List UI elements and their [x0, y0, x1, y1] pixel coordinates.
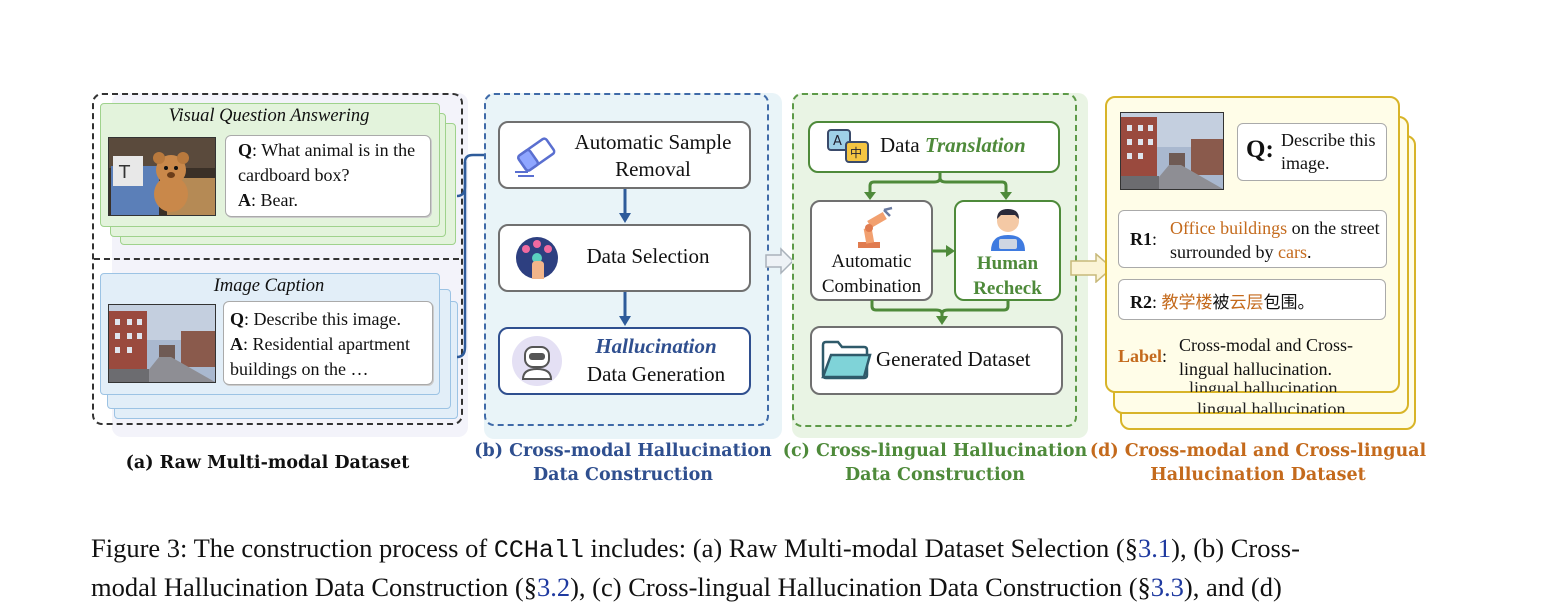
r2-highlight-2: 云层 — [1229, 295, 1264, 314]
hallucination-generation-label: Hallucination Data Generation — [568, 332, 744, 388]
r2-row: R2: 教学楼被云层包围。 — [1130, 292, 1315, 314]
panel-d-label-line2: Hallucination Dataset — [1150, 465, 1366, 485]
figure-caption: Figure 3: The construction process of CC… — [91, 530, 1471, 605]
vqa-q-text: : What animal is in the cardboard box? — [238, 140, 416, 185]
caption-line2-mid: ), (c) Cross-lingual Hallucination Data … — [570, 572, 1151, 602]
arrow-b-to-c — [765, 247, 795, 275]
vqa-q-label: Q — [238, 140, 253, 160]
automatic-sample-removal-label: Automatic Sample Removal — [574, 130, 732, 181]
automatic-combination-label: Automatic Combination — [821, 251, 922, 297]
svg-text:中: 中 — [850, 145, 862, 160]
cap-a-label: A — [230, 334, 243, 354]
q-card-d — [1237, 123, 1387, 181]
caption-line1-mid: includes: (a) Raw Multi-modal Dataset Se… — [583, 533, 1138, 563]
r2-highlight-1: 教学楼 — [1161, 295, 1213, 314]
generated-dataset-box — [810, 326, 1063, 395]
translate-icon: A 中 — [827, 129, 869, 163]
generated-dataset-label: Generated Dataset — [876, 347, 1031, 371]
panel-b-label-line2: Data Construction — [532, 465, 714, 485]
r1-label-text: R1 — [1130, 229, 1152, 249]
r1-highlight-1: Office buildings — [1170, 218, 1288, 238]
q-text-d: Describe this image. — [1281, 130, 1376, 173]
svg-text:T: T — [118, 162, 131, 183]
r2-card — [1118, 279, 1386, 320]
merge-connector — [870, 300, 1010, 325]
arrow-b-2 — [619, 292, 631, 326]
caption-ref-1[interactable]: 3.1 — [1138, 533, 1172, 563]
r1-end: . — [1306, 242, 1312, 262]
panel-b-label-line1: (b) Cross-modal Hallucination — [474, 441, 772, 461]
panel-a-divider — [94, 258, 459, 260]
r1-label: R1: — [1130, 229, 1158, 249]
cap-q-label: Q — [230, 309, 245, 329]
robot-head-icon — [512, 336, 562, 386]
r1-card — [1118, 210, 1387, 268]
arrow-b-1 — [619, 189, 631, 223]
label-text-d: Cross-modal and Cross-lingual hallucinat… — [1179, 335, 1353, 379]
cap-q-text: : Describe this image. — [244, 309, 401, 329]
label-key-d: Label: — [1118, 346, 1168, 366]
panel-b-label: (b) Cross-modal Hallucination Data Const… — [468, 439, 778, 487]
caption-title: Image Caption — [213, 276, 325, 296]
caption-line1-pre: Figure 3: The construction process of — [91, 533, 494, 563]
data-word: Data — [880, 133, 920, 157]
human-recheck-label: Human Recheck — [973, 253, 1042, 299]
vqa-title: Visual Question Answering — [168, 106, 370, 126]
data-generation-text: Data Generation — [586, 362, 726, 386]
vqa-qa-text: Q: What animal is in the cardboard box? … — [238, 138, 424, 213]
hallucination-italic: Hallucination — [595, 334, 717, 358]
panel-a-dashed-border — [92, 93, 463, 425]
r1-highlight-2: cars — [1277, 242, 1307, 262]
caption-qa-card — [223, 301, 433, 385]
eraser-icon — [515, 137, 556, 177]
folder-icon — [821, 340, 872, 380]
caption-name: CCHall — [493, 536, 584, 565]
panel-a-label: (a) Raw Multi-modal Dataset — [125, 453, 410, 473]
vqa-qa-card — [225, 135, 431, 217]
panel-d-label: (d) Cross-modal and Cross-lingual Halluc… — [1088, 439, 1428, 487]
caption-line1-post: ), (b) Cross- — [1171, 533, 1300, 563]
r1-text: Office buildings on the street surrounde… — [1170, 216, 1382, 264]
data-selection-label: Data Selection — [586, 244, 710, 268]
street-image-d — [1120, 112, 1224, 190]
ghost-label-line-2: lingual hallucination. — [1197, 399, 1350, 413]
r2-label-text: R2 — [1130, 292, 1152, 312]
panel-c-label: (c) Cross-lingual Hallucination Data Con… — [780, 439, 1090, 487]
cap-a-text: : Residential apartment buildings on the… — [230, 334, 410, 379]
r2-end: 包围。 — [1263, 295, 1315, 314]
selection-hand-icon — [516, 237, 558, 279]
robot-arm-icon — [858, 206, 893, 248]
r1-mid: on the street surrounded by — [1170, 218, 1380, 262]
caption-line2-post: ), and (d) — [1183, 572, 1282, 602]
q-letter-d: Q — [1246, 136, 1266, 163]
panel-c-label-line2: Data Construction — [844, 465, 1026, 485]
ghost-label-line-1: lingual hallucination. — [1189, 378, 1342, 392]
panel-a: Visual Question Answering T Q: What anim… — [92, 93, 468, 437]
caption-ref-3[interactable]: 3.3 — [1150, 572, 1184, 602]
label-key-text: Label — [1118, 346, 1163, 366]
arrow-c-to-d — [1070, 253, 1114, 283]
vqa-a-text: : Bear. — [251, 190, 298, 210]
translation-italic: Translation — [924, 133, 1026, 157]
caption-line2-pre: modal Hallucination Data Construction (§ — [91, 572, 537, 602]
caption-ref-2[interactable]: 3.2 — [536, 572, 571, 602]
svg-text:A: A — [833, 134, 842, 149]
teddy-bear-image: T — [108, 137, 216, 216]
street-image — [108, 304, 216, 383]
r2-mid: 被 — [1212, 295, 1230, 314]
arrow-combination-to-recheck — [932, 245, 955, 257]
q-label-d: Q: — [1246, 136, 1274, 163]
panel-c-label-line1: (c) Cross-lingual Hallucination — [782, 441, 1088, 461]
caption-qa-text: Q: Describe this image. A: Residential a… — [230, 307, 432, 382]
panel-d-label-line1: (d) Cross-modal and Cross-lingual — [1089, 441, 1427, 461]
translation-split-connector — [864, 172, 1012, 200]
panel-c-dashed-border — [792, 93, 1077, 427]
person-headset-icon — [991, 209, 1025, 251]
vqa-a-label: A — [238, 190, 251, 210]
data-translation-label: Data Translation — [880, 133, 1055, 158]
